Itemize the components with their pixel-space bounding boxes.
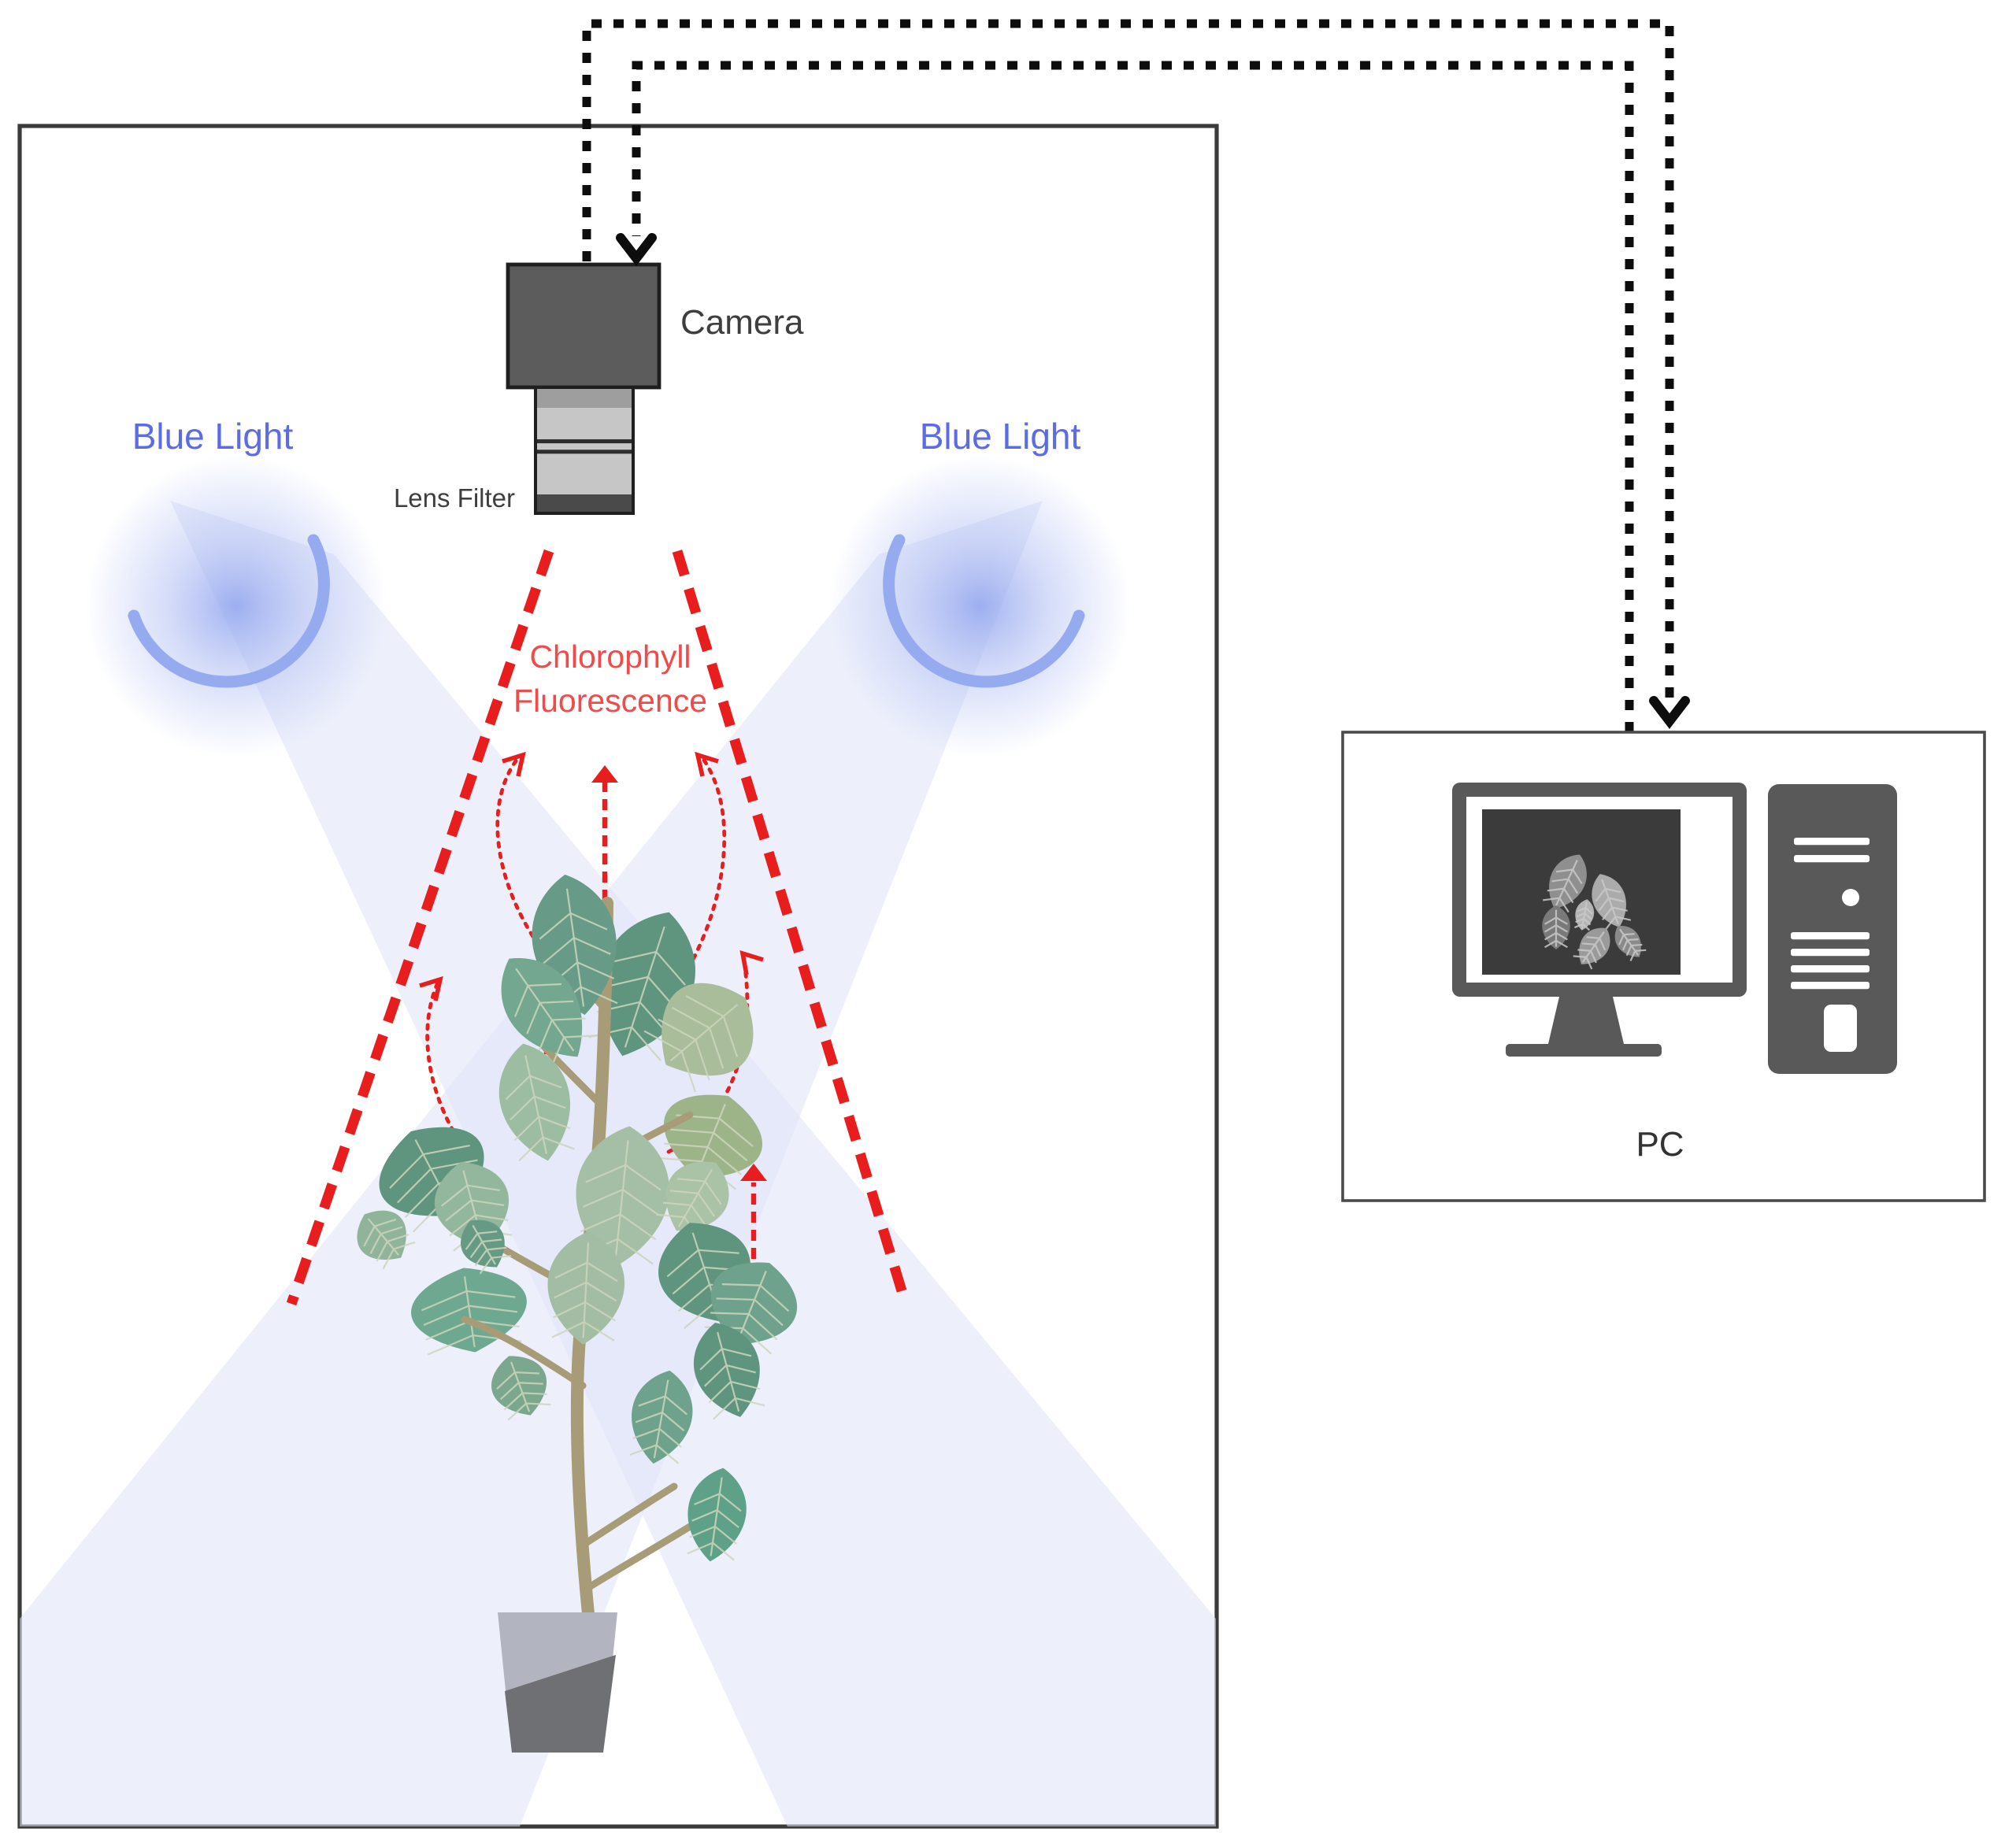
leaf <box>491 1356 551 1421</box>
fluorescence-arrow-plant-left <box>425 980 504 1190</box>
right-light-glow <box>828 455 1131 757</box>
tower-vent-bar <box>1791 965 1870 973</box>
leaf <box>1573 927 1610 970</box>
leaf <box>1592 874 1632 930</box>
leaf <box>656 1161 729 1241</box>
pc-monitor <box>1452 783 1747 1057</box>
camera-lens <box>534 386 635 515</box>
leaf <box>1542 905 1570 949</box>
left-light-arc <box>128 534 330 688</box>
leaf <box>1574 899 1595 931</box>
cable-camera-to-pc <box>582 19 1674 709</box>
leaf <box>643 983 754 1093</box>
data-cables <box>582 19 1690 732</box>
fluorescence-arrowhead <box>740 1164 767 1181</box>
tower-drive-slot <box>1824 1005 1857 1052</box>
lens-ring <box>536 453 633 494</box>
fluorescence-arrowhead <box>739 949 764 975</box>
fluorescence-arrowhead <box>591 765 618 783</box>
monitor-stand-neck <box>1548 997 1624 1044</box>
lens-line <box>536 450 633 454</box>
camera: Camera Lens Filter <box>394 262 804 515</box>
fluorescence-label-line2: Fluorescence <box>513 683 707 719</box>
plant-leaves-front <box>357 874 798 1562</box>
left-light-glow <box>85 455 387 757</box>
leaf <box>694 1323 765 1420</box>
lens-line <box>536 439 633 444</box>
lens-ring <box>536 408 633 439</box>
pc-box: PC <box>1341 731 1986 1202</box>
chamber-box: Blue Light Blue Light Chlorophyll Fluore… <box>17 124 1219 1829</box>
cable-arrowhead-into-pc <box>1649 696 1690 729</box>
leaf <box>461 1220 512 1275</box>
blue-light-left-label: Blue Light <box>132 416 294 457</box>
fluorescence-arrowhead <box>419 975 443 1001</box>
fluorescence-arrow-top-right <box>675 753 727 989</box>
fluorescence-label-line1: Chlorophyll <box>529 638 691 675</box>
lens-mount <box>536 387 633 408</box>
lens-filter-band <box>536 494 633 513</box>
leaf <box>498 1043 575 1162</box>
pc-tower <box>1768 784 1897 1074</box>
fluorescence-arrowhead <box>695 751 719 777</box>
leaf <box>501 958 598 1069</box>
camera-body <box>506 262 662 390</box>
fluorescence-arrowhead <box>502 751 526 777</box>
monitor-stand-base <box>1506 1044 1662 1057</box>
stem-branch <box>461 1316 587 1390</box>
cable-arrowhead-into-camera <box>616 233 657 266</box>
leaf <box>629 1370 693 1464</box>
cable-pc-to-camera <box>632 61 1634 732</box>
tower-vent-bar <box>1794 855 1870 863</box>
lens-filter-label: Lens Filter <box>394 483 515 513</box>
tower-vent-bar <box>1791 932 1870 940</box>
fov-cone-left-line <box>286 549 554 1306</box>
tower-vent-bar <box>1791 982 1870 990</box>
screen-leaf-image <box>1542 854 1647 970</box>
tower-vent-bar <box>1791 949 1870 957</box>
pc-label: PC <box>1636 1125 1684 1164</box>
lens-ring <box>536 443 633 450</box>
stem-branch <box>582 1482 678 1547</box>
blue-light-right-label: Blue Light <box>920 416 1081 457</box>
fov-cone-right-line <box>672 550 911 1305</box>
camera-fov-cone <box>286 549 911 1306</box>
tower-power-button <box>1842 889 1859 906</box>
tower-vent-bar <box>1794 838 1870 846</box>
leaf <box>1543 854 1587 913</box>
lens-outline <box>534 386 635 515</box>
plant-pot <box>498 1612 617 1753</box>
plant <box>357 874 798 1753</box>
right-light-beam <box>20 501 1043 1827</box>
leaf <box>687 1468 747 1562</box>
right-light-arc <box>883 534 1085 688</box>
pot-shadow <box>505 1655 616 1753</box>
camera-label: Camera <box>680 303 804 342</box>
leaf <box>547 1231 624 1345</box>
leaf <box>1614 926 1647 962</box>
leaf <box>357 1210 416 1270</box>
fluorescence-arrow-plant-right <box>666 955 750 1154</box>
